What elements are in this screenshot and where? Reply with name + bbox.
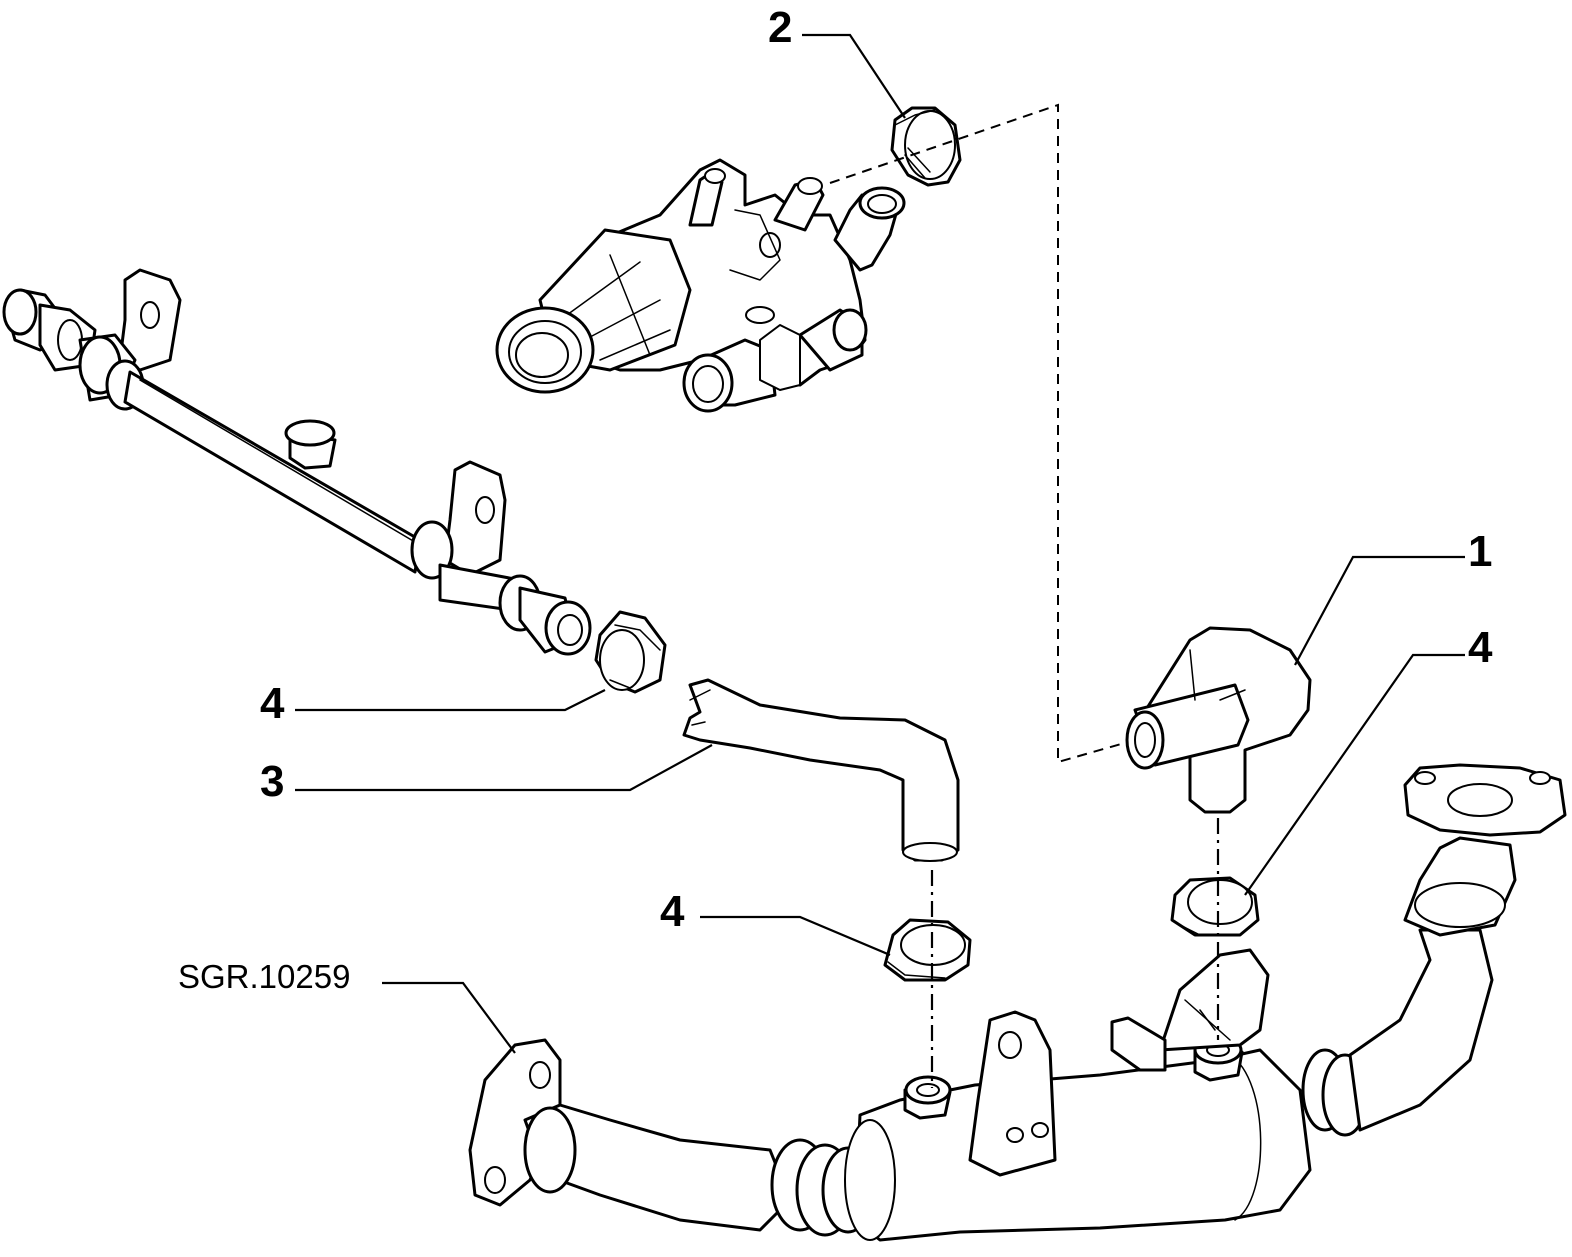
egr-cooler-assembly bbox=[468, 763, 1567, 1242]
leader-lines bbox=[295, 33, 1465, 1054]
hose-3 bbox=[682, 678, 960, 862]
hose-clamp-4-pipe bbox=[594, 610, 667, 694]
drawing-code-label: SGR.10259 bbox=[178, 958, 351, 995]
hose-clamp-4-right bbox=[1170, 876, 1260, 937]
callout-number-4-left: 4 bbox=[260, 679, 285, 728]
callout-number-4-right: 4 bbox=[1468, 623, 1493, 672]
callout-number-2: 2 bbox=[768, 3, 793, 52]
hose-clamp-4-bottom bbox=[883, 918, 972, 982]
callout-number-3: 3 bbox=[260, 757, 285, 806]
coolant-distribution-pipe bbox=[2, 268, 592, 656]
callout-number-4-bottom: 4 bbox=[660, 887, 685, 936]
hose-clamp-2 bbox=[890, 106, 962, 187]
hose-1 bbox=[1125, 626, 1312, 814]
callout-number-1: 1 bbox=[1468, 527, 1493, 576]
thermostat-housing bbox=[495, 158, 906, 413]
assembly-lines bbox=[829, 103, 1220, 1088]
